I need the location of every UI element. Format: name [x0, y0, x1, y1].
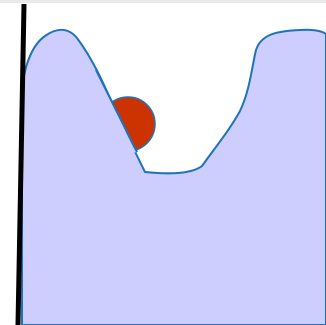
terrain-slope-edge-2: [95, 69, 138, 153]
top-border: [0, 0, 326, 3]
left-wall: [15, 3, 27, 325]
terrain-slope-overlay: [90, 70, 137, 160]
